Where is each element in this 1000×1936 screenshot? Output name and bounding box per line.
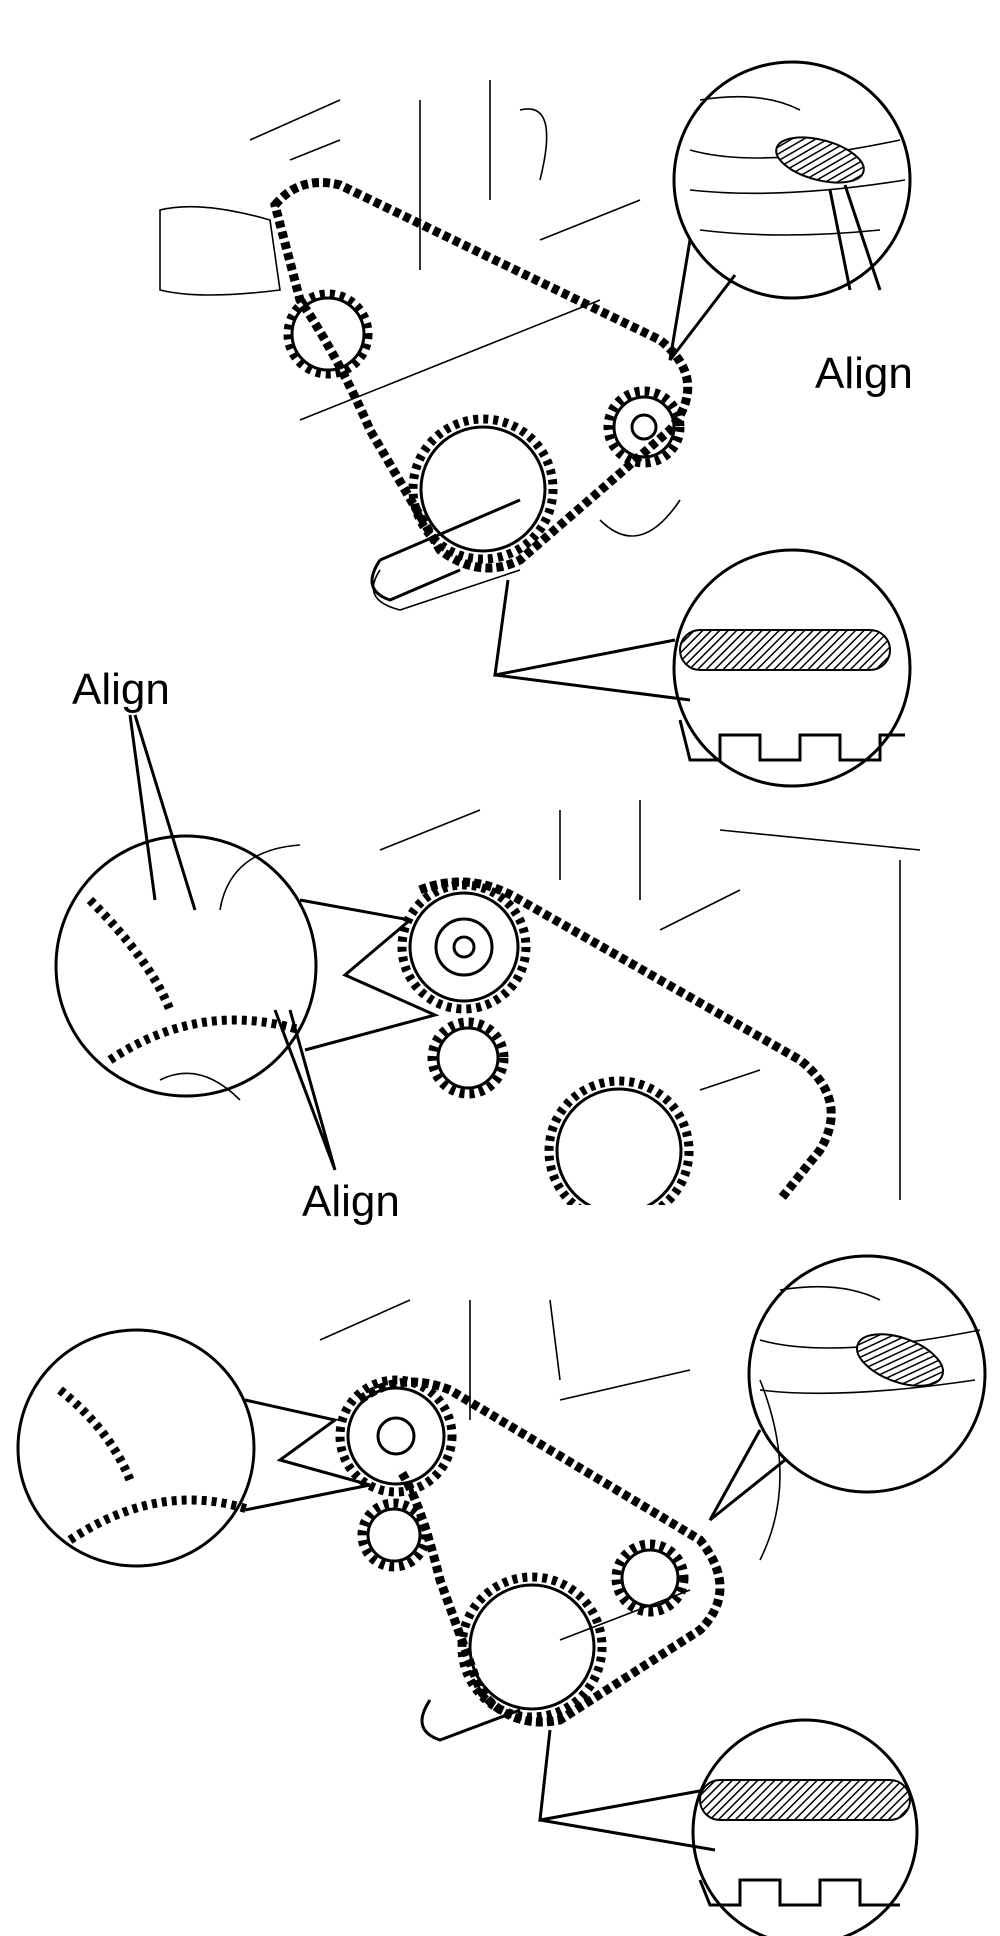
panel-1 (159, 60, 912, 788)
chain-link-mark (775, 136, 865, 184)
balance-shaft-sprocket (612, 395, 676, 459)
detail-inset-gear-marks (54, 834, 318, 1098)
camshaft-gear (346, 1386, 446, 1486)
detail-inset-chain-mark-top (672, 60, 912, 300)
camshaft-gear (408, 891, 520, 1003)
timing-chain (418, 877, 836, 1203)
crankshaft-sprocket (468, 1583, 596, 1711)
detail-inset-sprocket-mark-top (672, 548, 912, 788)
crankshaft-sprocket (555, 1087, 683, 1215)
align-label-middle-upper: Align (72, 665, 170, 714)
detail-inset-gear-marks-bottom (16, 1328, 256, 1568)
detail-inset-chain-mark-bottom (747, 1254, 987, 1494)
balance-shaft-sprocket (620, 1548, 680, 1608)
align-label-top: Align (815, 349, 913, 398)
panel-3 (16, 1254, 987, 1936)
align-label-middle-lower: Align (302, 1177, 400, 1226)
panel-2 (0, 714, 1000, 1235)
crankshaft-sprocket (419, 425, 547, 553)
balance-gear (366, 1507, 422, 1563)
detail-inset-sprocket-mark-bottom (691, 1718, 919, 1936)
balance-gear (436, 1026, 500, 1090)
